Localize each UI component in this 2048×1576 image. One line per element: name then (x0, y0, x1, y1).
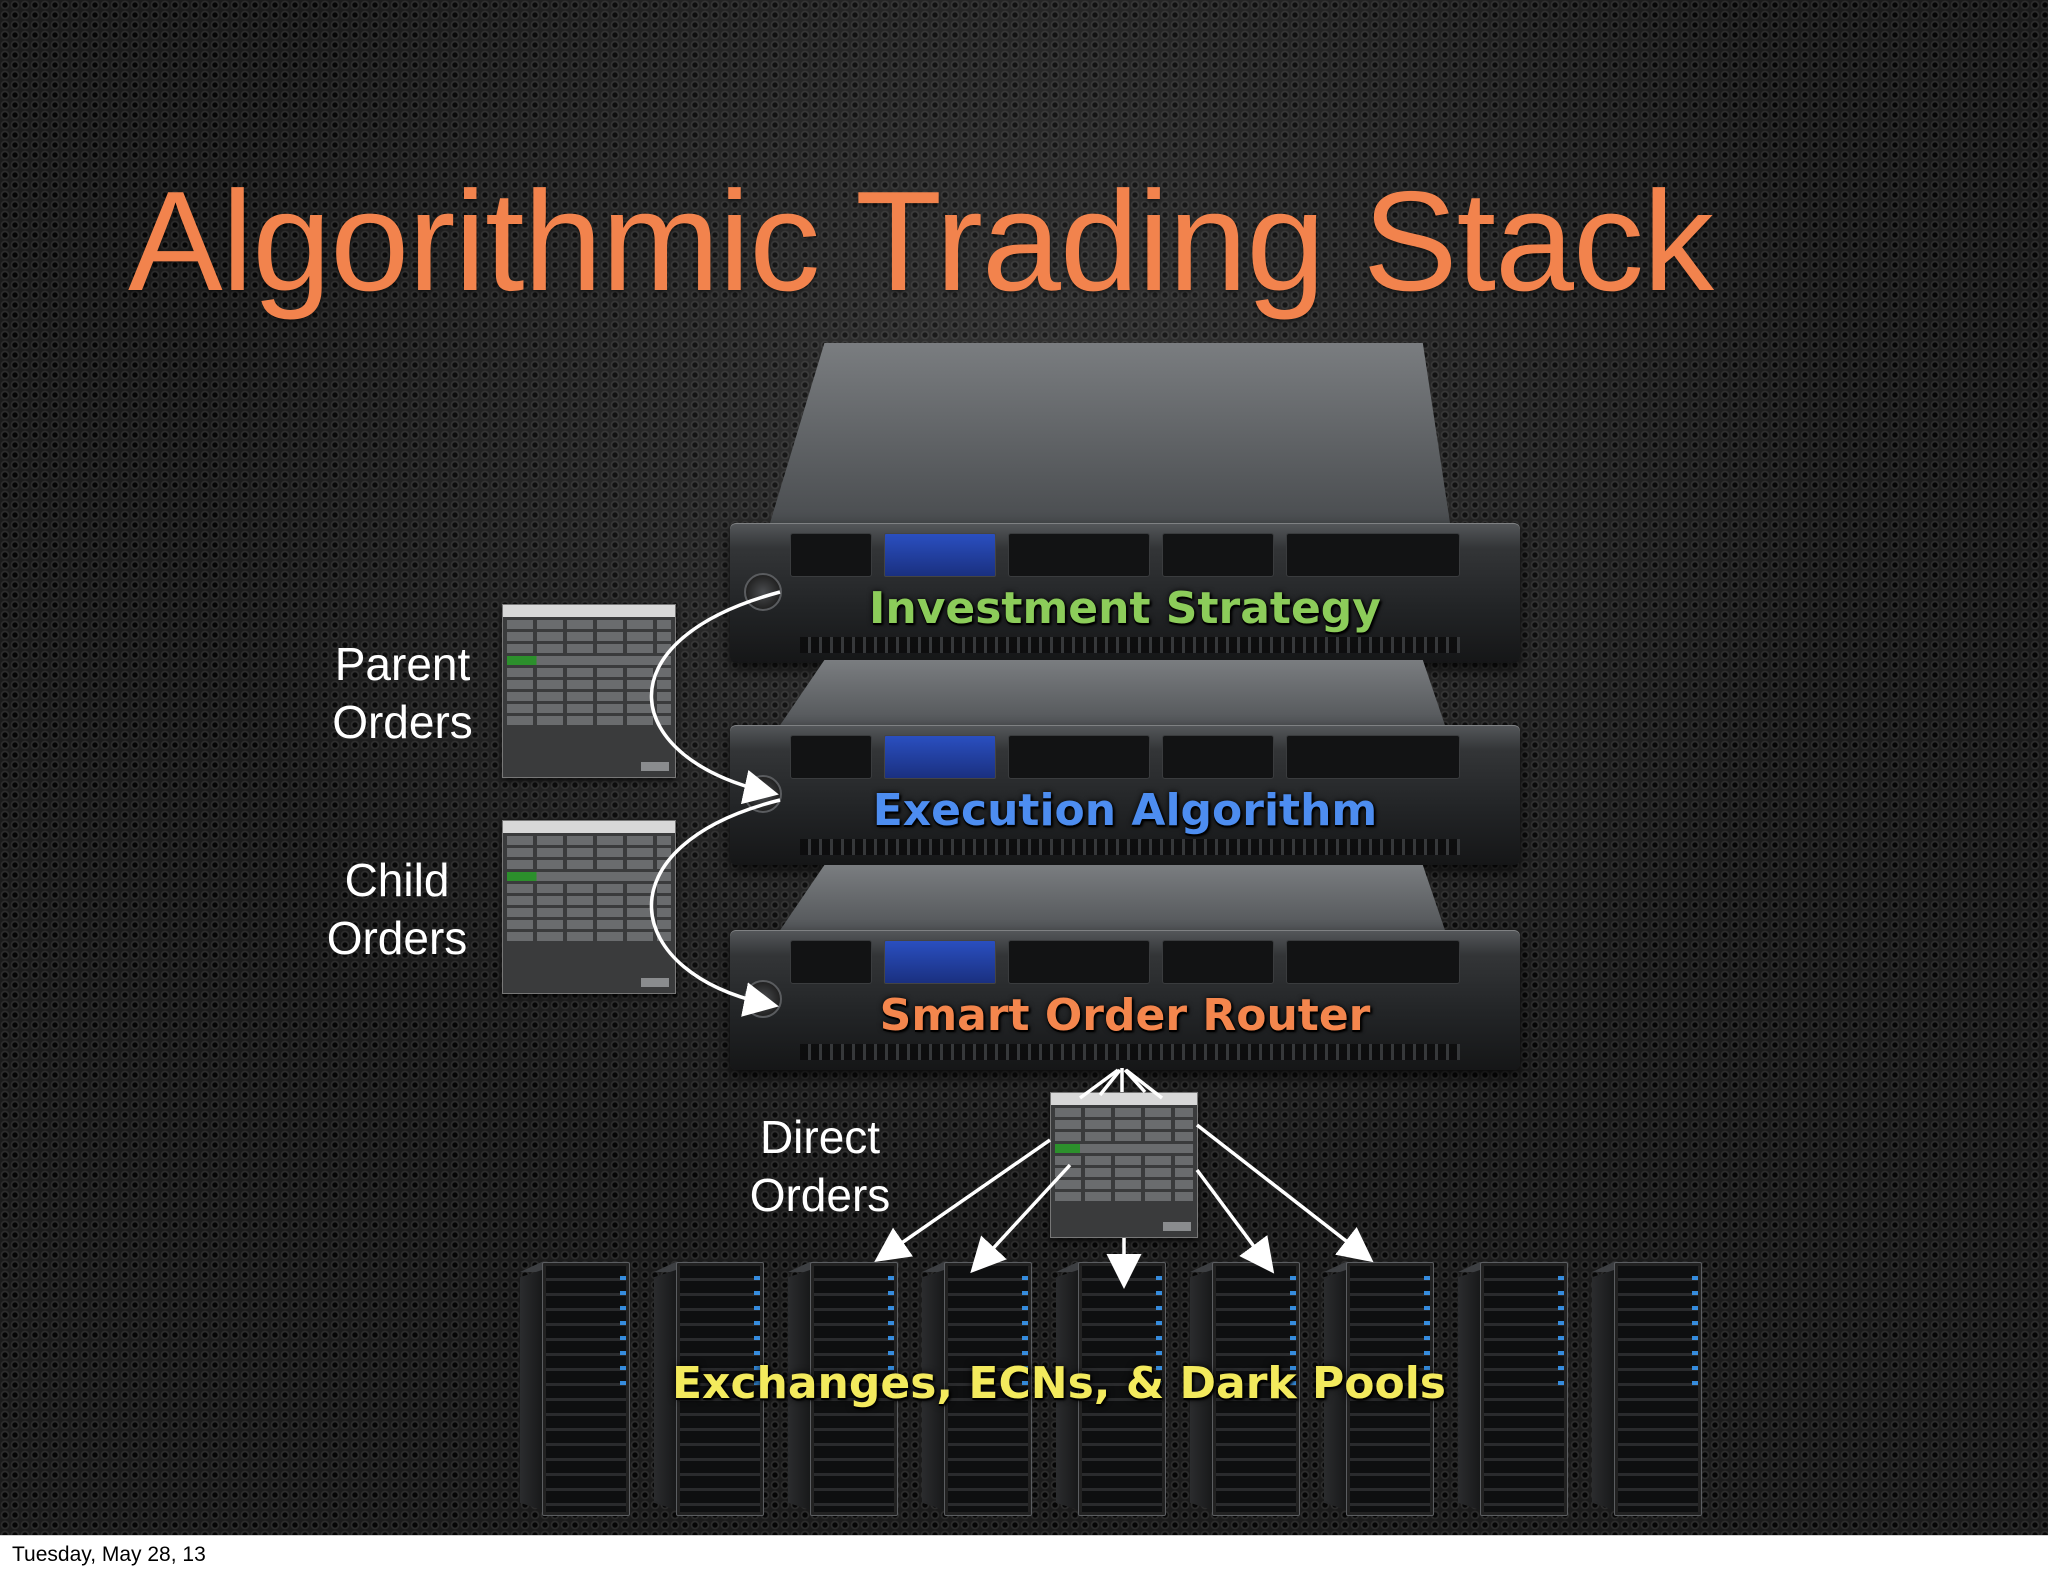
rack-icon (1592, 1262, 1702, 1516)
server-chassis-icon (770, 343, 1450, 523)
parent-order-ticket-icon (502, 604, 676, 778)
rack-icon (788, 1262, 898, 1516)
arrow-parent-to-execution (649, 590, 781, 805)
stack-label-execution-algorithm: Execution Algorithm (872, 785, 1378, 836)
arrow-router-to-venue-4 (1078, 1068, 1120, 1100)
server-investment-strategy: Investment Strategy (730, 343, 1520, 663)
arrow-router-to-venue-1 (1098, 1068, 1122, 1097)
server-execution-algorithm: Execution Algorithm (730, 660, 1520, 865)
direct-order-ticket-icon (1050, 1092, 1198, 1238)
rack-icon (520, 1262, 630, 1516)
rack-icon (1190, 1262, 1300, 1516)
rack-icon (922, 1262, 1032, 1516)
stack-label-smart-order-router: Smart Order Router (879, 990, 1371, 1041)
arrow-direct-5 (1195, 1123, 1374, 1263)
slide: Algorithmic Trading Stack Investment Str… (0, 0, 2048, 1535)
stack-label-investment-strategy: Investment Strategy (869, 583, 1381, 634)
arrow-direct-1 (874, 1138, 1051, 1262)
server-smart-order-router: Smart Order Router (730, 865, 1520, 1070)
direct-orders-label: Direct Orders (749, 1111, 891, 1221)
arrow-direct-4 (1195, 1168, 1275, 1274)
rack-icon (1324, 1262, 1434, 1516)
child-order-ticket-icon (502, 820, 676, 994)
footer-divider (0, 1535, 2048, 1536)
child-orders-label: Child Orders (326, 854, 468, 964)
slide-title: Algorithmic Trading Stack (128, 162, 1714, 321)
rack-icon (654, 1262, 764, 1516)
parent-orders-label: Parent Orders (332, 638, 473, 748)
order-flow-arrows (649, 590, 1374, 1289)
footer-date: Tuesday, May 28, 13 (12, 1543, 206, 1566)
venues-label: Exchanges, ECNs, & Dark Pools (672, 1358, 1446, 1409)
arrow-direct-2 (970, 1163, 1072, 1274)
arrow-child-to-router (649, 798, 781, 1017)
arrow-router-to-venue-5 (1124, 1068, 1164, 1100)
rack-icon (1458, 1262, 1568, 1516)
